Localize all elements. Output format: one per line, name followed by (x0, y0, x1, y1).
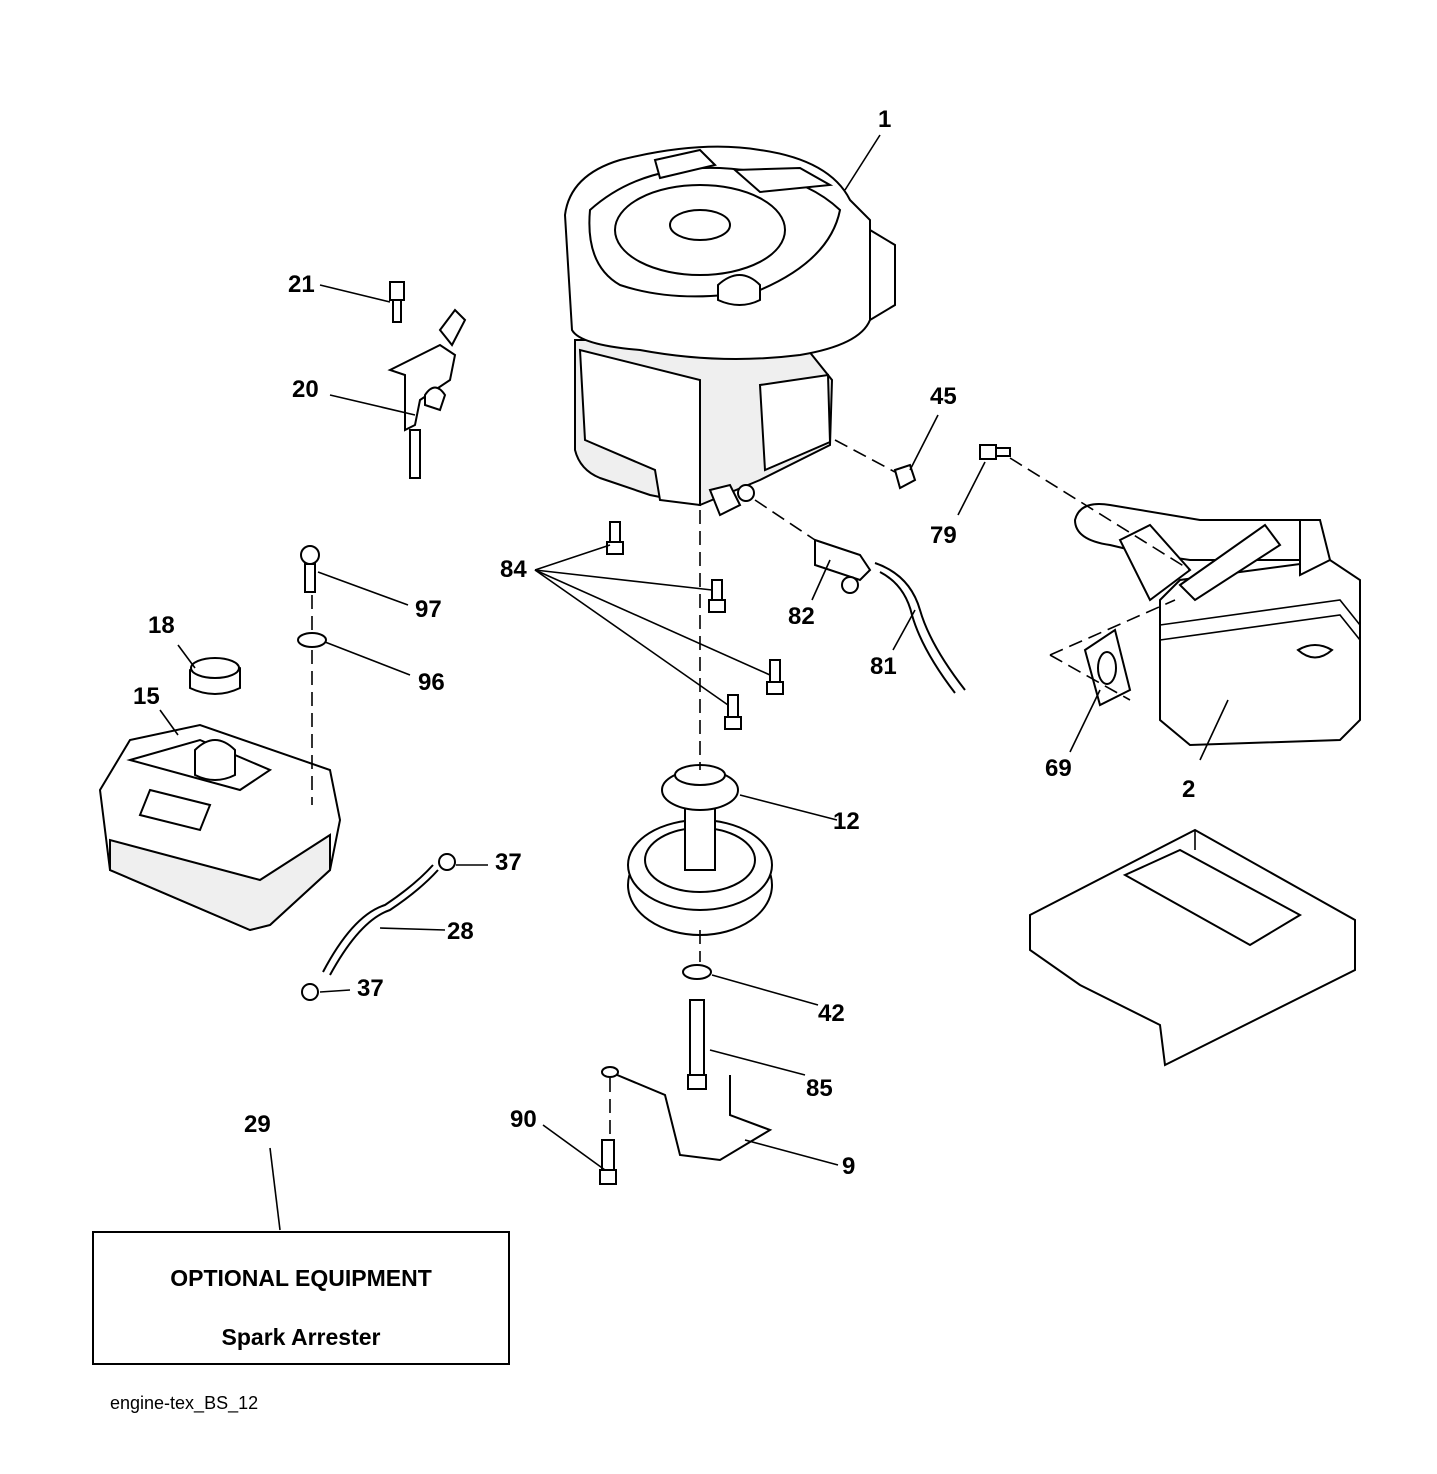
fuel-line-part-28 (322, 864, 439, 976)
callout-97: 97 (415, 596, 442, 623)
callout-45: 45 (930, 383, 957, 410)
callout-18: 18 (148, 612, 175, 639)
fuel-filter-part-82 (814, 538, 872, 594)
callout-85: 85 (806, 1075, 833, 1102)
callout-79: 79 (930, 522, 957, 549)
optional-equipment-title: OPTIONAL EQUIPMENT (170, 1265, 432, 1291)
optional-equipment-item: Spark Arrester (221, 1324, 381, 1350)
callout-1: 1 (878, 106, 892, 133)
callout-2: 2 (1182, 776, 1196, 803)
callout-96: 96 (418, 669, 445, 696)
bolt-part-85 (687, 999, 707, 1090)
callout-29: 29 (244, 1111, 271, 1138)
muffler-part-2 (1073, 503, 1361, 747)
clamp-part-37 (301, 853, 456, 1001)
screw-part-97 (300, 545, 320, 593)
rod-part-9 (601, 1066, 773, 1162)
callout-28: 28 (447, 918, 474, 945)
gasket-part-69 (1083, 628, 1132, 707)
callout-20: 20 (292, 376, 319, 403)
callout-15: 15 (133, 683, 160, 710)
callout-90: 90 (510, 1106, 537, 1133)
bolt-part-90 (599, 1139, 617, 1185)
callout-37b: 37 (357, 975, 384, 1002)
callout-37a: 37 (495, 849, 522, 876)
callout-84: 84 (500, 556, 527, 583)
callout-9: 9 (842, 1153, 856, 1180)
callout-21: 21 (288, 271, 315, 298)
engine-part-1 (563, 145, 896, 517)
assembly-lines (311, 439, 1191, 1140)
drawing-id: engine-tex_BS_12 (110, 1393, 259, 1413)
washer-part-96 (297, 632, 327, 648)
pulley-part-12 (627, 764, 773, 936)
fuel-cap-part-18 (189, 657, 241, 695)
fuel-tank-part-15 (98, 723, 342, 932)
screw-part-21 (389, 281, 405, 323)
callout-82: 82 (788, 603, 815, 630)
optional-equipment-box: OPTIONAL EQUIPMENT Spark Arrester (92, 1231, 510, 1365)
callout-42: 42 (818, 1000, 845, 1027)
washer-part-42 (682, 964, 712, 980)
nut-part-45 (893, 463, 917, 490)
mounting-frame (1029, 828, 1356, 1067)
callout-12: 12 (833, 808, 860, 835)
leader-lines (159, 134, 1229, 1231)
callout-81: 81 (870, 653, 897, 680)
bolt-part-79 (979, 444, 1011, 460)
throttle-part-20 (387, 308, 467, 479)
callout-69: 69 (1045, 755, 1072, 782)
bolt-part-84 (606, 521, 784, 730)
